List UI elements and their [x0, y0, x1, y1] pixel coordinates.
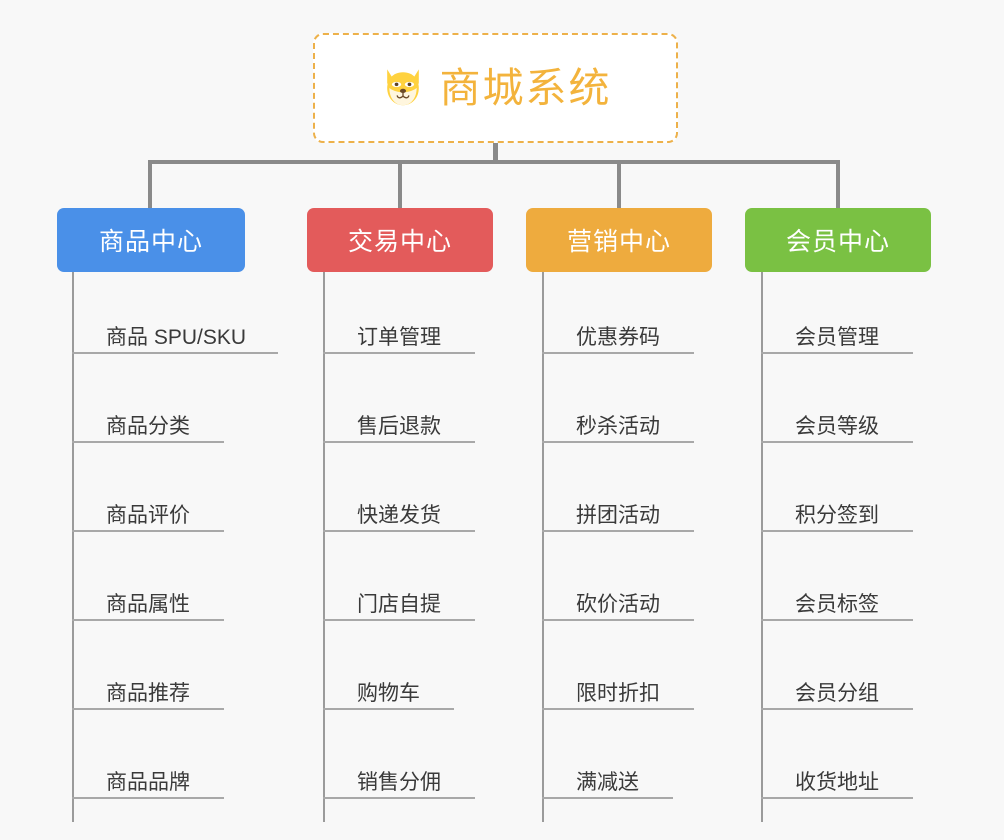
leaf-item-product-brand[interactable]: 商品品牌 — [72, 753, 224, 799]
category-box-product-center[interactable]: 商品中心 — [57, 208, 245, 272]
category-box-trade-center[interactable]: 交易中心 — [307, 208, 493, 272]
leaf-label: 砍价活动 — [576, 592, 660, 616]
leaf-item-member-tag[interactable]: 会员标签 — [761, 575, 913, 621]
leaf-label: 限时折扣 — [576, 681, 660, 705]
leaf-stem-product-center — [72, 272, 74, 822]
leaf-item-member-level[interactable]: 会员等级 — [761, 397, 913, 443]
leaf-item-member-management[interactable]: 会员管理 — [761, 308, 913, 354]
category-label-product-center: 商品中心 — [98, 228, 203, 256]
root-node-mall-system[interactable]: 商城系统 — [313, 33, 678, 143]
connector-horizontal-bus — [148, 160, 840, 164]
category-label-trade-center: 交易中心 — [347, 228, 452, 256]
leaf-label: 销售分佣 — [357, 770, 441, 794]
leaf-label: 商品品牌 — [106, 770, 190, 794]
leaf-item-shipping-address[interactable]: 收货地址 — [761, 753, 913, 799]
leaf-item-product-category[interactable]: 商品分类 — [72, 397, 224, 443]
leaf-item-member-group[interactable]: 会员分组 — [761, 664, 913, 710]
leaf-item-sales-commission[interactable]: 销售分佣 — [323, 753, 475, 799]
leaf-label: 秒杀活动 — [576, 414, 660, 438]
leaf-label: 积分签到 — [795, 503, 879, 527]
leaf-item-coupon-code[interactable]: 优惠券码 — [542, 308, 694, 354]
connector-drop-trade-center — [398, 160, 402, 210]
leaf-label: 会员分组 — [795, 681, 879, 705]
leaf-label: 商品属性 — [106, 592, 190, 616]
category-label-marketing-center: 营销中心 — [566, 228, 671, 256]
leaf-label: 商品 SPU/SKU — [106, 325, 247, 349]
leaf-item-full-reduction-gift[interactable]: 满减送 — [542, 753, 673, 799]
connector-drop-product-center — [148, 160, 152, 210]
category-box-member-center[interactable]: 会员中心 — [745, 208, 931, 272]
leaf-item-flash-sale[interactable]: 秒杀活动 — [542, 397, 694, 443]
leaf-label: 会员等级 — [795, 414, 879, 438]
leaf-item-shopping-cart[interactable]: 购物车 — [323, 664, 454, 710]
category-label-member-center: 会员中心 — [785, 228, 890, 256]
leaf-stem-member-center — [761, 272, 763, 822]
leaf-label: 会员管理 — [795, 325, 879, 349]
leaf-label: 快递发货 — [357, 503, 441, 527]
leaf-item-store-pickup[interactable]: 门店自提 — [323, 575, 475, 621]
leaf-label: 会员标签 — [795, 592, 879, 616]
connector-drop-marketing-center — [617, 160, 621, 210]
shiba-dog-face-icon — [386, 69, 419, 106]
leaf-label: 购物车 — [357, 681, 420, 705]
leaf-label: 售后退款 — [357, 414, 441, 438]
leaf-item-product-recommend[interactable]: 商品推荐 — [72, 664, 224, 710]
leaf-item-product-spu-sku[interactable]: 商品 SPU/SKU — [72, 308, 278, 354]
leaf-label: 收货地址 — [795, 770, 879, 794]
leaf-stem-marketing-center — [542, 272, 544, 822]
leaf-stem-trade-center — [323, 272, 325, 822]
leaf-label: 门店自提 — [357, 592, 441, 616]
connector-drop-member-center — [836, 160, 840, 210]
leaf-item-bargain-activity[interactable]: 砍价活动 — [542, 575, 694, 621]
leaf-item-group-buy[interactable]: 拼团活动 — [542, 486, 694, 532]
leaf-label: 满减送 — [576, 770, 639, 794]
leaf-label: 订单管理 — [357, 325, 441, 349]
leaf-label: 商品推荐 — [106, 681, 190, 705]
leaf-item-points-checkin[interactable]: 积分签到 — [761, 486, 913, 532]
leaf-item-aftersale-refund[interactable]: 售后退款 — [323, 397, 475, 443]
root-node-title: 商城系统 — [439, 64, 612, 111]
category-box-marketing-center[interactable]: 营销中心 — [526, 208, 712, 272]
leaf-label: 优惠券码 — [576, 325, 660, 349]
leaf-item-express-shipping[interactable]: 快递发货 — [323, 486, 475, 532]
leaf-item-limited-time-discount[interactable]: 限时折扣 — [542, 664, 694, 710]
leaf-label: 拼团活动 — [576, 503, 660, 527]
leaf-item-product-review[interactable]: 商品评价 — [72, 486, 224, 532]
connector-root-stem — [493, 143, 498, 164]
leaf-label: 商品评价 — [106, 503, 190, 527]
leaf-item-order-management[interactable]: 订单管理 — [323, 308, 475, 354]
leaf-item-product-attribute[interactable]: 商品属性 — [72, 575, 224, 621]
leaf-label: 商品分类 — [106, 414, 190, 438]
